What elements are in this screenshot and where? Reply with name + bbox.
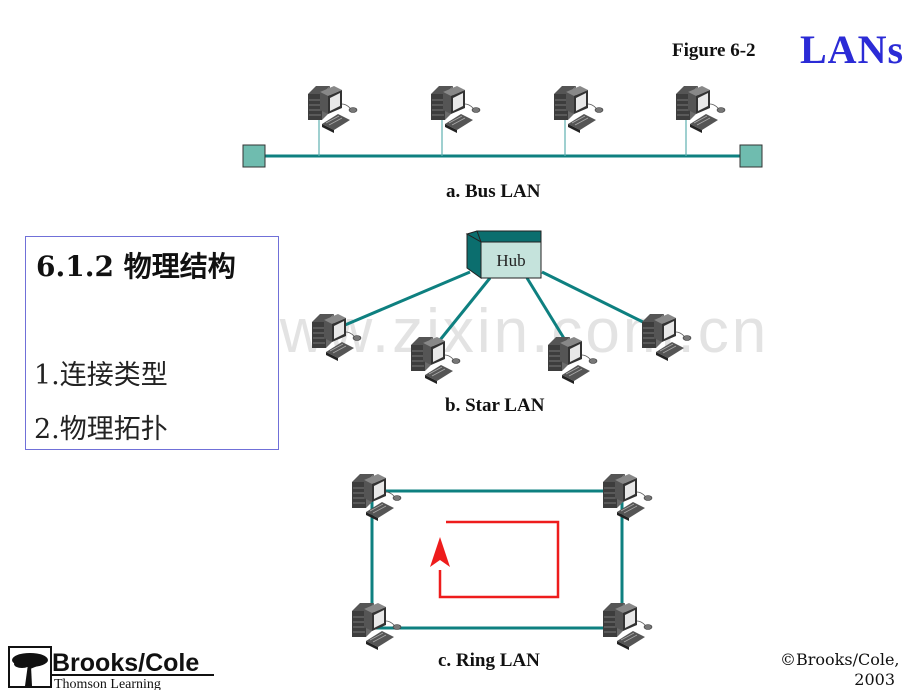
copyright: ©Brooks/Cole, 2003 — [780, 650, 900, 690]
arrowhead-icon — [430, 537, 450, 567]
star-link — [541, 270, 646, 325]
computer-icon — [307, 85, 358, 134]
computer-icon — [641, 313, 692, 362]
star-link — [525, 277, 567, 341]
star-link — [344, 270, 471, 327]
logo-name: Brooks/Cole — [52, 649, 199, 677]
star-lan-caption: b. Star LAN — [445, 395, 545, 416]
publisher-logo: Brooks/Cole Thomson Learning — [8, 646, 218, 695]
bus-lan-caption: a. Bus LAN — [446, 181, 541, 202]
computer-icon — [675, 85, 726, 134]
star-link — [438, 277, 492, 341]
logo-subtitle: Thomson Learning — [54, 677, 161, 690]
outline-item: 1.连接类型 — [34, 360, 168, 391]
ring-direction-arrow — [438, 520, 560, 599]
computer-icon — [547, 336, 598, 385]
computer-icon — [430, 85, 481, 134]
bus-terminator-left — [242, 144, 266, 168]
slide-title: LANs — [800, 27, 905, 72]
copyright-line2: 2003 — [854, 670, 895, 689]
bus-lan — [242, 85, 763, 168]
hub-label: Hub — [496, 251, 525, 270]
tree-logo-icon: Brooks/Cole Thomson Learning — [8, 646, 214, 692]
computer-icon — [602, 602, 653, 651]
copyright-line1: ©Brooks/Cole, — [780, 650, 900, 669]
outline-box: 6.1.2 物理结构 1.连接类型 2.物理拓扑 — [25, 236, 279, 450]
computer-icon — [351, 473, 402, 522]
ring-lan — [351, 473, 653, 651]
hub-icon: Hub — [465, 230, 542, 279]
section-heading: 6.1.2 物理结构 — [36, 250, 236, 283]
computer-icon — [553, 85, 604, 134]
star-lan: Hub — [311, 230, 692, 385]
computer-icon — [410, 336, 461, 385]
computer-icon — [602, 473, 653, 522]
outline-item: 2.物理拓扑 — [34, 414, 168, 445]
figure-label: Figure 6-2 — [672, 40, 756, 61]
computer-icon — [351, 602, 402, 651]
ring-lan-caption: c. Ring LAN — [438, 650, 540, 671]
ring-cable — [370, 489, 624, 630]
bus-terminator-right — [739, 144, 763, 168]
